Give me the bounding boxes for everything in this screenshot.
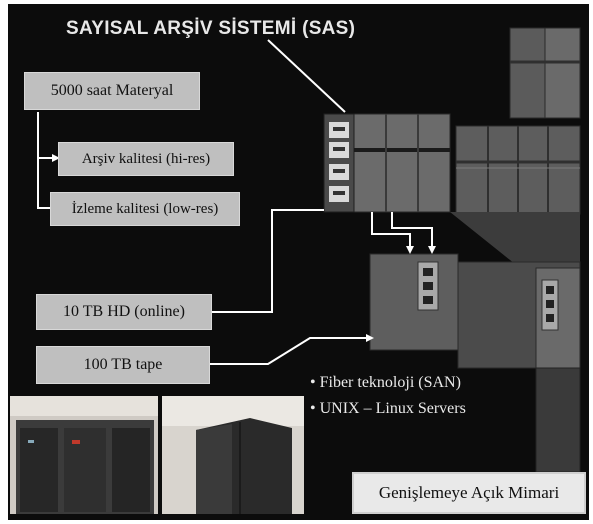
bullet-text: Fiber teknoloji (SAN) xyxy=(319,374,461,391)
slide-title: SAYISAL ARŞİV SİSTEMİ (SAS) xyxy=(66,18,356,39)
material-box: 5000 saat Materyal xyxy=(24,72,200,110)
bullet-item: • Fiber teknoloji (SAN) xyxy=(310,374,461,391)
bullet-item: • UNIX – Linux Servers xyxy=(310,400,466,417)
main-server-cabinet xyxy=(323,113,451,213)
archive-quality-box: Arşiv kalitesi (hi-res) xyxy=(58,142,234,176)
top-right-cabinets xyxy=(455,27,581,215)
server-room-photo-right xyxy=(162,396,304,514)
tape-storage-box: 100 TB tape xyxy=(36,346,210,384)
perspective-band xyxy=(450,212,580,268)
bullet-text: UNIX – Linux Servers xyxy=(319,400,466,417)
online-storage-box: 10 TB HD (online) xyxy=(36,294,212,330)
disk-array-units xyxy=(369,253,581,473)
server-room-photo-left xyxy=(10,396,158,514)
footer-label: Genişlemeye Açık Mimari xyxy=(352,472,586,514)
preview-quality-box: İzleme kalitesi (low-res) xyxy=(50,192,240,226)
connector-lines xyxy=(37,39,433,365)
